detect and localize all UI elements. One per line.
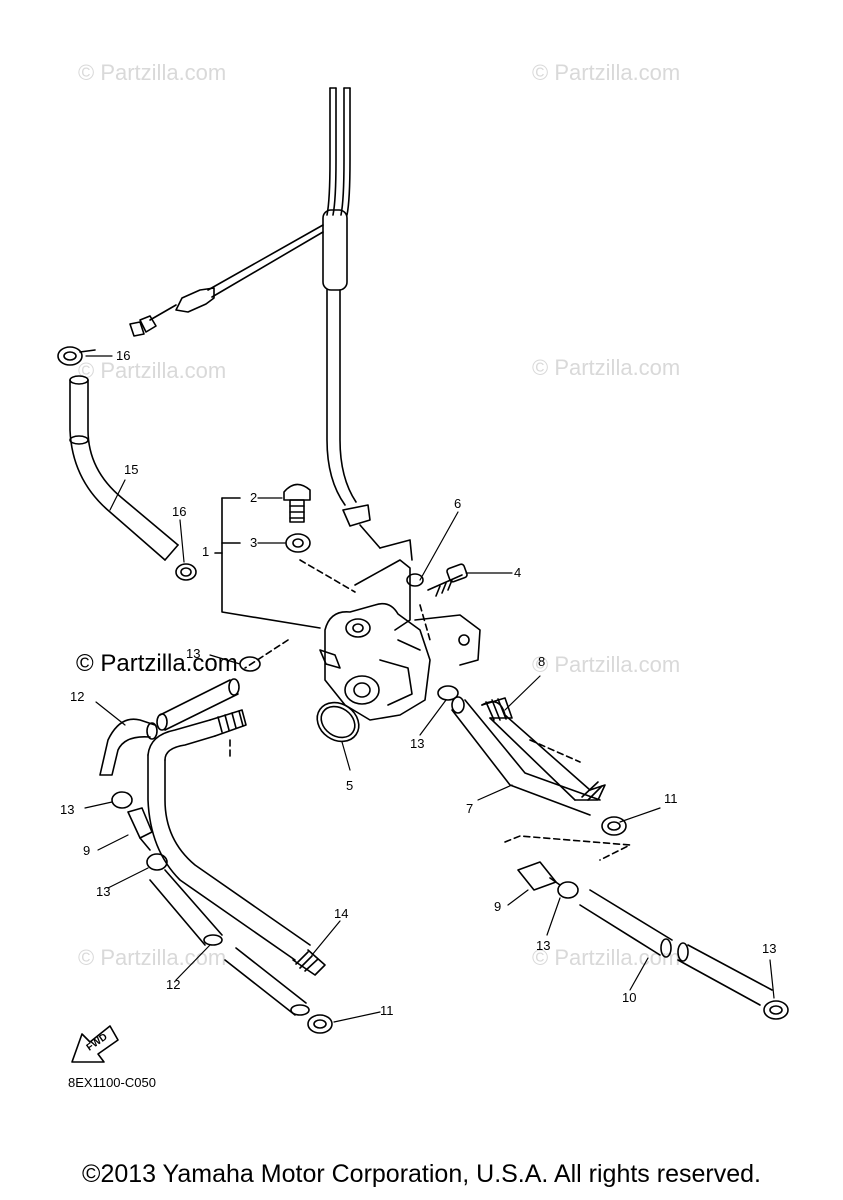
- callout-10: 10: [622, 990, 637, 1005]
- copyright-notice: ©2013 Yamaha Motor Corporation, U.S.A. A…: [82, 1160, 761, 1188]
- watermark: © Partzilla.com: [78, 60, 227, 85]
- clamp-13-left-b: [146, 853, 168, 871]
- callout-11-bottom: 11: [380, 1003, 394, 1018]
- callout-12-upper: 12: [70, 689, 85, 704]
- oil-pump-assembly: [319, 539, 481, 721]
- throttle-cable: [129, 87, 381, 549]
- callout-13-top: 13: [186, 646, 201, 661]
- callout-5: 5: [346, 778, 354, 793]
- callout-13-right-c: 13: [762, 941, 777, 956]
- callout-7: 7: [466, 801, 474, 816]
- o-ring-5: [316, 701, 360, 743]
- callout-3: 3: [250, 535, 258, 550]
- callout-4: 4: [514, 565, 522, 580]
- callout-1: 1: [202, 544, 210, 559]
- callout-13-left-b: 13: [96, 884, 111, 899]
- clamp-13-left-a: [111, 791, 133, 809]
- fwd-arrow: [71, 1025, 119, 1063]
- hose-12-short: [156, 678, 240, 731]
- callout-9-left: 9: [83, 843, 91, 858]
- leader-part-1: [214, 497, 321, 629]
- callout-11-right: 11: [664, 791, 678, 806]
- callout-2: 2: [250, 490, 258, 505]
- hose-7: [451, 696, 601, 816]
- clamp-13-right: [437, 685, 459, 701]
- watermark: © Partzilla.com: [532, 652, 681, 677]
- hose-12-upper: [99, 718, 158, 776]
- hose-12-lower: [149, 869, 223, 946]
- clamp-16-top: [57, 346, 96, 366]
- assembly-lines: [229, 559, 631, 861]
- hose-14: [147, 709, 326, 976]
- callout-14: 14: [334, 906, 349, 921]
- clamp-11-bottom: [307, 1014, 333, 1034]
- washer-3: [285, 533, 311, 553]
- callout-15: 15: [124, 462, 139, 477]
- diagram-code: 8EX1100-C050: [68, 1075, 156, 1090]
- callout-12-lower: 12: [166, 977, 181, 992]
- hose-15: [69, 375, 179, 561]
- callout-8: 8: [538, 654, 546, 669]
- watermark: © Partzilla.com: [78, 945, 227, 970]
- clamp-16-mid: [175, 563, 197, 581]
- callout-16-top: 16: [116, 348, 131, 363]
- watermark: © Partzilla.com: [78, 358, 227, 383]
- callout-13-right-b: 13: [536, 938, 551, 953]
- joint-9-right: [517, 861, 561, 891]
- watermark: © Partzilla.com: [532, 60, 681, 85]
- callout-6: 6: [454, 496, 462, 511]
- clamp-13-right-b: [557, 881, 579, 899]
- hose-8: [481, 697, 606, 801]
- callout-9-right: 9: [494, 899, 502, 914]
- callout-13-center: 13: [410, 736, 425, 751]
- callout-13-left-a: 13: [60, 802, 75, 817]
- bolt-2: [283, 483, 311, 523]
- clamp-13-right-c: [763, 1000, 789, 1020]
- hose-10: [579, 889, 773, 1006]
- clamp-11-right: [601, 816, 627, 836]
- watermark: © Partzilla.com: [532, 355, 681, 380]
- hose-12-bottom: [224, 947, 310, 1016]
- watermark-primary: © Partzilla.com: [76, 650, 238, 677]
- callout-leaders: [84, 355, 775, 1023]
- callout-16-mid: 16: [172, 504, 187, 519]
- watermark: © Partzilla.com: [532, 945, 681, 970]
